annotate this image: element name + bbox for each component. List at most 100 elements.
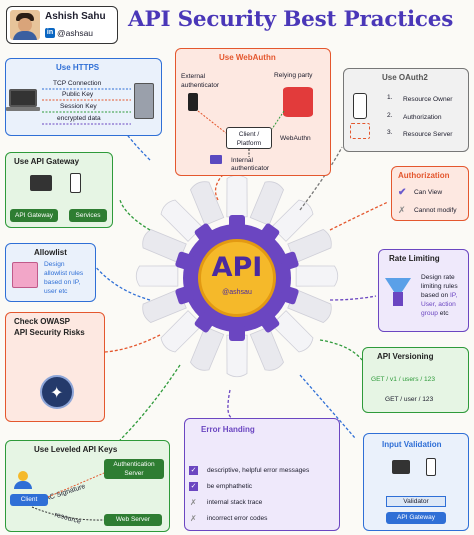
laptop-icon: [9, 89, 37, 107]
card-use-webauthn: Use WebAuthn External authenticator Rely…: [175, 48, 331, 176]
funnel-icon: [385, 278, 411, 292]
gear-tooth: [229, 215, 245, 231]
floppy-icon: [12, 262, 38, 288]
gear-tooth: [175, 251, 194, 271]
api-gear-inner: [198, 239, 276, 317]
ratelimit-line: User, action: [421, 301, 456, 308]
card-use-https: Use HTTPS TCP Connection Public Key Sess…: [5, 58, 162, 136]
gear-petal: [190, 326, 225, 371]
api-gear-teeth: [175, 215, 299, 341]
ratelimit-line: limiting rules: [421, 283, 458, 290]
error-item: incorrect error codes: [207, 515, 268, 522]
error-item: internal stack trace: [207, 499, 263, 506]
cross-icon: ✗: [398, 205, 406, 215]
relying-party-label: Relying party: [274, 72, 313, 79]
gear-tooth: [259, 223, 280, 244]
authorization-item: Cannot modify: [414, 207, 457, 214]
phone-icon: [426, 458, 436, 476]
allowlist-line: user etc: [44, 288, 68, 295]
gear-petal: [287, 288, 332, 323]
user-avatar-icon: [18, 471, 28, 481]
author-handle: @ashsau: [57, 28, 94, 38]
gear-petal: [295, 265, 339, 287]
oauth-item: Resource Server: [403, 131, 453, 138]
client-platform-box: Client / Platform: [226, 127, 272, 149]
oauth-item: Resource Owner: [403, 96, 453, 103]
card-authorization: Authorization ✔ ✗ Can View Cannot modify: [391, 166, 469, 221]
keys-arrows: [31, 472, 105, 521]
gear-petal: [249, 326, 284, 371]
gear-tooth: [229, 325, 245, 341]
laptop-base: [6, 107, 40, 111]
api-handle: @ashsau: [222, 289, 252, 296]
connector-validation: [299, 374, 356, 439]
check-icon: ✓: [189, 482, 198, 491]
api-gateway-button: API Gateway: [10, 209, 58, 222]
allowlist-line: allowlist rules: [44, 270, 84, 277]
api-label: API: [211, 252, 263, 283]
gear-petal: [160, 310, 203, 353]
gear-petal: [226, 174, 248, 218]
user-body-icon: [14, 481, 32, 489]
connector-gateway: [119, 199, 151, 231]
computer-icon: [210, 155, 222, 164]
validator-box: Validator: [386, 496, 446, 507]
client-box: Client: [10, 494, 48, 506]
author-name: Ashish Sahu: [45, 11, 106, 22]
web-server-box: Web Server: [104, 514, 162, 526]
server-icon: [134, 83, 154, 119]
connector-errors: [227, 389, 233, 419]
card-title: Allowlist: [34, 248, 67, 257]
webauthn-label: WebAuthn: [280, 135, 311, 142]
internal-authenticator-label: Internal authenticator: [231, 157, 270, 172]
https-item: encrypted data: [57, 115, 101, 122]
avatar: [10, 10, 40, 40]
oauth-step: 3.: [387, 129, 393, 136]
card-title: Use WebAuthn: [219, 53, 276, 62]
card-use-oauth2: Use OAuth2 1. 2. 3. Resource Owner Autho…: [343, 68, 469, 152]
gear-petal: [287, 229, 332, 264]
gear-petal: [160, 199, 203, 242]
connector-allowlist: [93, 264, 151, 301]
webauthn-arrows: [197, 110, 285, 157]
phone-icon: [353, 93, 367, 119]
gear-tooth: [194, 312, 215, 333]
card-rate-limiting: Rate Limiting Design rate limiting rules…: [378, 249, 469, 332]
gear-tooth: [259, 312, 280, 333]
oauth-step: 2.: [387, 112, 393, 119]
laptop-icon: [30, 175, 52, 191]
gear-petal: [271, 199, 314, 242]
card-use-api-gateway: Use API Gateway API Gateway Services: [5, 152, 113, 228]
card-title: Check OWASP: [14, 317, 71, 326]
owasp-wasp-icon: ✦: [50, 385, 64, 402]
connector-keys: [119, 364, 181, 441]
ratelimit-line: Design rate: [421, 274, 455, 281]
highlight: group: [421, 310, 438, 317]
https-item: Public Key: [62, 91, 94, 98]
gear-petal: [190, 181, 225, 226]
gear-petals: [135, 174, 339, 378]
highlight: action: [438, 301, 456, 308]
page-title: API Security Best Practices: [128, 7, 454, 32]
allowlist-line: Design: [44, 261, 65, 268]
gear-tooth: [194, 223, 215, 244]
ratelimit-line: group etc: [421, 310, 449, 317]
error-item: descriptive, helpful error messages: [207, 467, 310, 474]
oauth-item: Authorization: [403, 114, 442, 121]
authorization-item: Can View: [414, 189, 443, 196]
card-error-handling: Error Handing ✓ ✓ ✗ ✗ descriptive, helpf…: [184, 418, 340, 531]
external-authenticator-label: External authenticator: [181, 73, 220, 89]
api-gateway-box: API Gateway: [386, 512, 446, 524]
gear-petal: [226, 334, 248, 378]
card-check-owasp: Check OWASP API Security Risks ✦: [5, 312, 105, 422]
laptop-icon: [392, 460, 410, 474]
card-title: Use OAuth2: [382, 73, 428, 82]
gear-petal: [271, 310, 314, 353]
connector-ratelimit: [329, 295, 377, 301]
phone-icon: [70, 173, 81, 193]
auth-server-box: Authentication Server: [104, 459, 164, 479]
oauth-step: 1.: [387, 94, 393, 101]
card-input-validation: Input Validation Validator API Gateway: [363, 433, 469, 531]
gear-tooth: [175, 285, 194, 305]
